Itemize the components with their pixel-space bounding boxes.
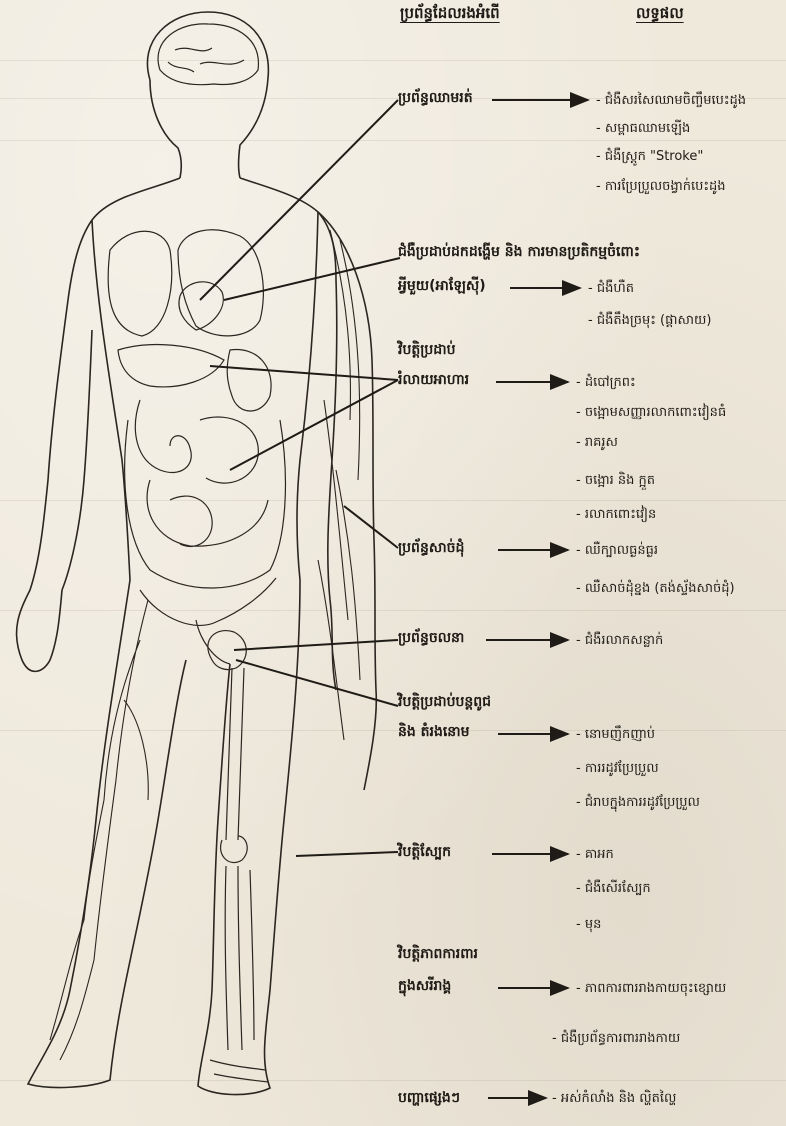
label-immune-disorders: វិបត្តិភាពការពារ (398, 944, 478, 965)
pointer-skin (296, 852, 398, 856)
pointer-circulatory (200, 100, 398, 300)
effect-item: មុន (576, 916, 601, 935)
label-circulatory-system: ប្រព័ន្ធឈាមរត់ (398, 88, 473, 109)
label-immune-disorders-line2: ក្នុងសរីរាង្គ (398, 976, 451, 997)
label-skeletal-system: ប្រព័ន្ធចលនា (398, 628, 464, 649)
effect-item: ជំរាបក្នុងការរដូវប្រែប្រួល (576, 794, 700, 813)
effect-item: គាអក (576, 846, 614, 865)
effect-item: សម្ពាធឈាមឡើង (596, 120, 690, 139)
effect-item: ឈឺក្បាលធ្ងន់ធ្ងរ (576, 542, 658, 561)
label-respiratory-allergy: ជំងឺប្រដាប់ដកដង្ហើម និង ការមានប្រតិកម្មច… (398, 242, 640, 263)
header-affected-systems: ប្រព័ន្ធដែលរងអំពើ (400, 4, 500, 26)
effect-item: ឈឺសាច់ដុំខ្នង (តង់ស្ទ័ងសាច់ដុំ) (576, 580, 735, 599)
label-digestive-disorders: វិបត្តិប្រដាប់ (398, 340, 456, 361)
effect-item: ជំងឺប្រព័ន្ធការពាររាងកាយ (552, 1030, 680, 1049)
label-muscular-system: ប្រព័ន្ធសាច់ដុំ (398, 538, 464, 559)
effect-item: នោមញឹកញាប់ (576, 726, 655, 745)
header-effects: លទ្ធផល (636, 4, 684, 26)
effect-item: រលាកពោះវៀន (576, 506, 656, 525)
pointer-muscular (344, 506, 398, 548)
effect-item: ជំងឺតឹងច្រមុះ (ផ្តាសាយ) (588, 312, 711, 331)
pointer-digestive-2 (230, 380, 398, 470)
effect-item: ចង្អោមសញ្ញារលាកពោះវៀនធំ (576, 404, 726, 423)
label-reproductive-urinary-line2: និង តំរងនោម (398, 722, 470, 743)
effect-item: ជំងឺស្រ្តូក "Stroke" (596, 148, 703, 167)
label-reproductive-urinary: វិបត្តិប្រដាប់បន្តពូជ (398, 692, 491, 713)
pointer-respiratory (224, 258, 400, 300)
label-other-problems: បញ្ហាផ្សេងៗ (398, 1088, 460, 1109)
effect-item: អស់កំលាំង និង ល្ហិតល្ហៃ (552, 1090, 676, 1109)
effect-item: ភាពការពាររាងកាយចុះខ្សោយ (576, 980, 726, 999)
effect-item: រាគរូស (576, 434, 618, 453)
effect-item: ការរដូវប្រែប្រួល (576, 760, 659, 779)
effect-item: ជំងឺសើរស្បែក (576, 880, 651, 899)
effect-item: ការប្រែប្រួលចង្វាក់បេះដូង (596, 178, 726, 197)
pointer-reproductive (236, 660, 398, 706)
pointer-skeletal (234, 640, 398, 650)
label-skin-disorders: វិបត្តិស្បែក (398, 842, 451, 863)
pointer-digestive (210, 366, 398, 380)
effect-item: ជំងឺហឺត (588, 280, 634, 299)
effect-item: ជំងឺសរសៃឈាមចិញ្ចឹមបេះដូង (596, 92, 746, 111)
label-digestive-disorders-line2: រំលាយអាហារ (398, 370, 469, 391)
effect-item: ជំងឺរលាកសន្លាក់ (576, 632, 663, 651)
effect-item: ចង្អោរ និង ក្អួត (576, 472, 655, 491)
effect-item: ដំបៅក្រពះ (576, 374, 636, 393)
label-respiratory-allergy-line2: អ្វីមួយ(អាឡែស៊ី) (398, 276, 486, 297)
